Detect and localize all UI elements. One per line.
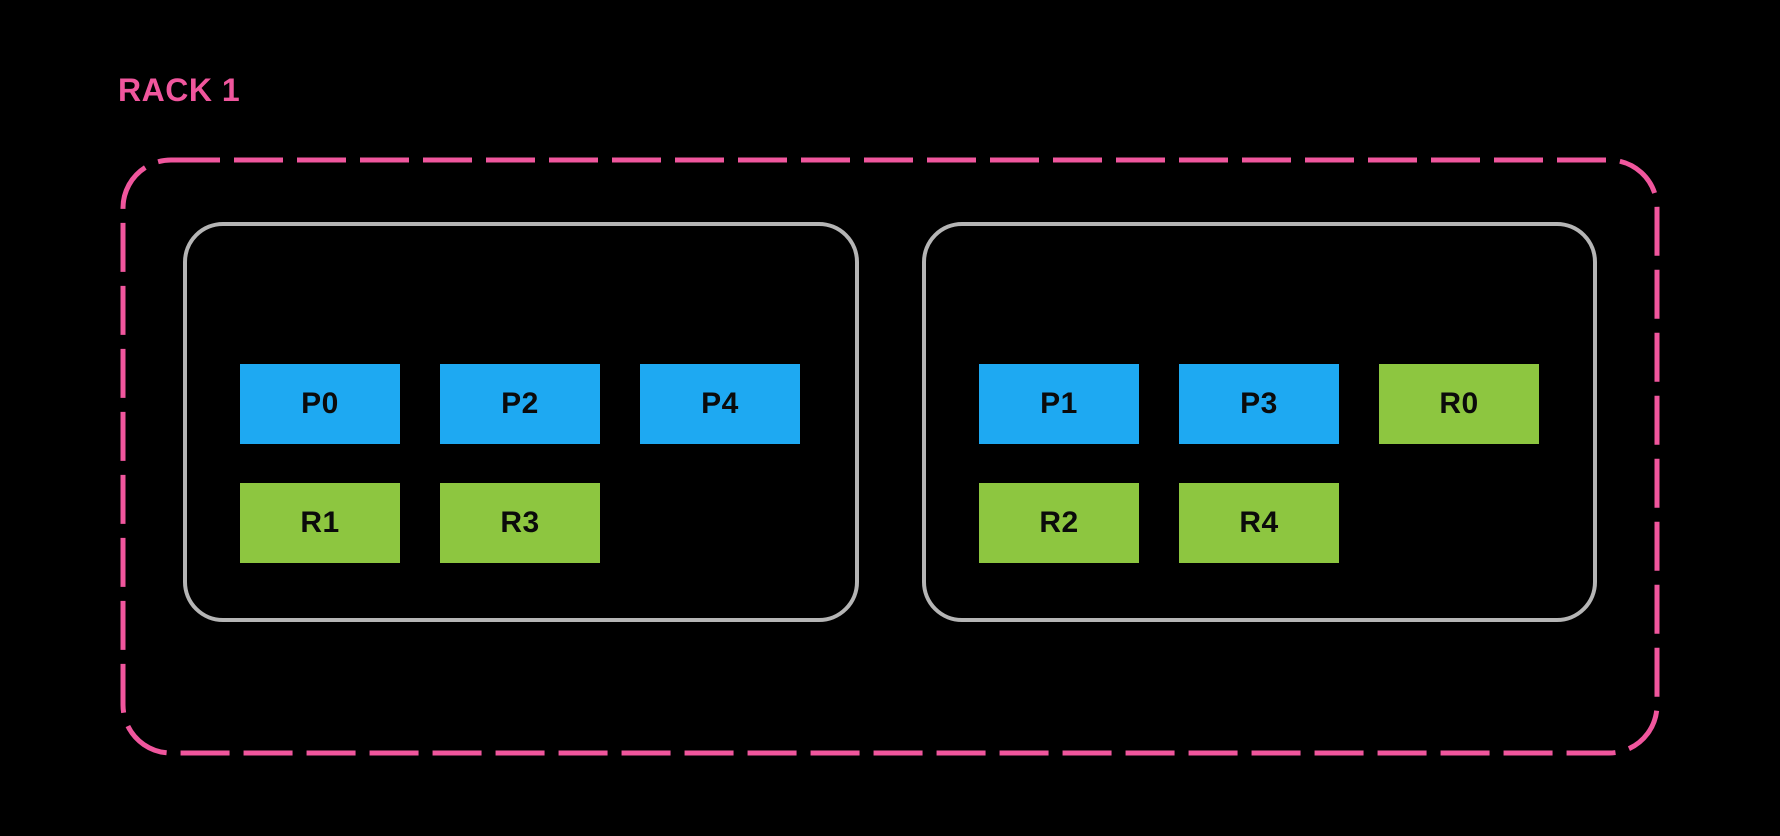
shard-box: R3	[440, 483, 600, 563]
shard-box: R0	[1379, 364, 1539, 444]
shard-box: P1	[979, 364, 1139, 444]
shard-box: R1	[240, 483, 400, 563]
node-container-right: P1 P3 R0 R2 R4	[922, 222, 1597, 622]
rack-title: RACK 1	[118, 72, 241, 108]
shard-box: P3	[1179, 364, 1339, 444]
shard-box: P4	[640, 364, 800, 444]
node-container-left: P0 P2 P4 R1 R3	[183, 222, 859, 622]
shard-box: P0	[240, 364, 400, 444]
shard-box: R4	[1179, 483, 1339, 563]
shard-box: R2	[979, 483, 1139, 563]
shard-box: P2	[440, 364, 600, 444]
